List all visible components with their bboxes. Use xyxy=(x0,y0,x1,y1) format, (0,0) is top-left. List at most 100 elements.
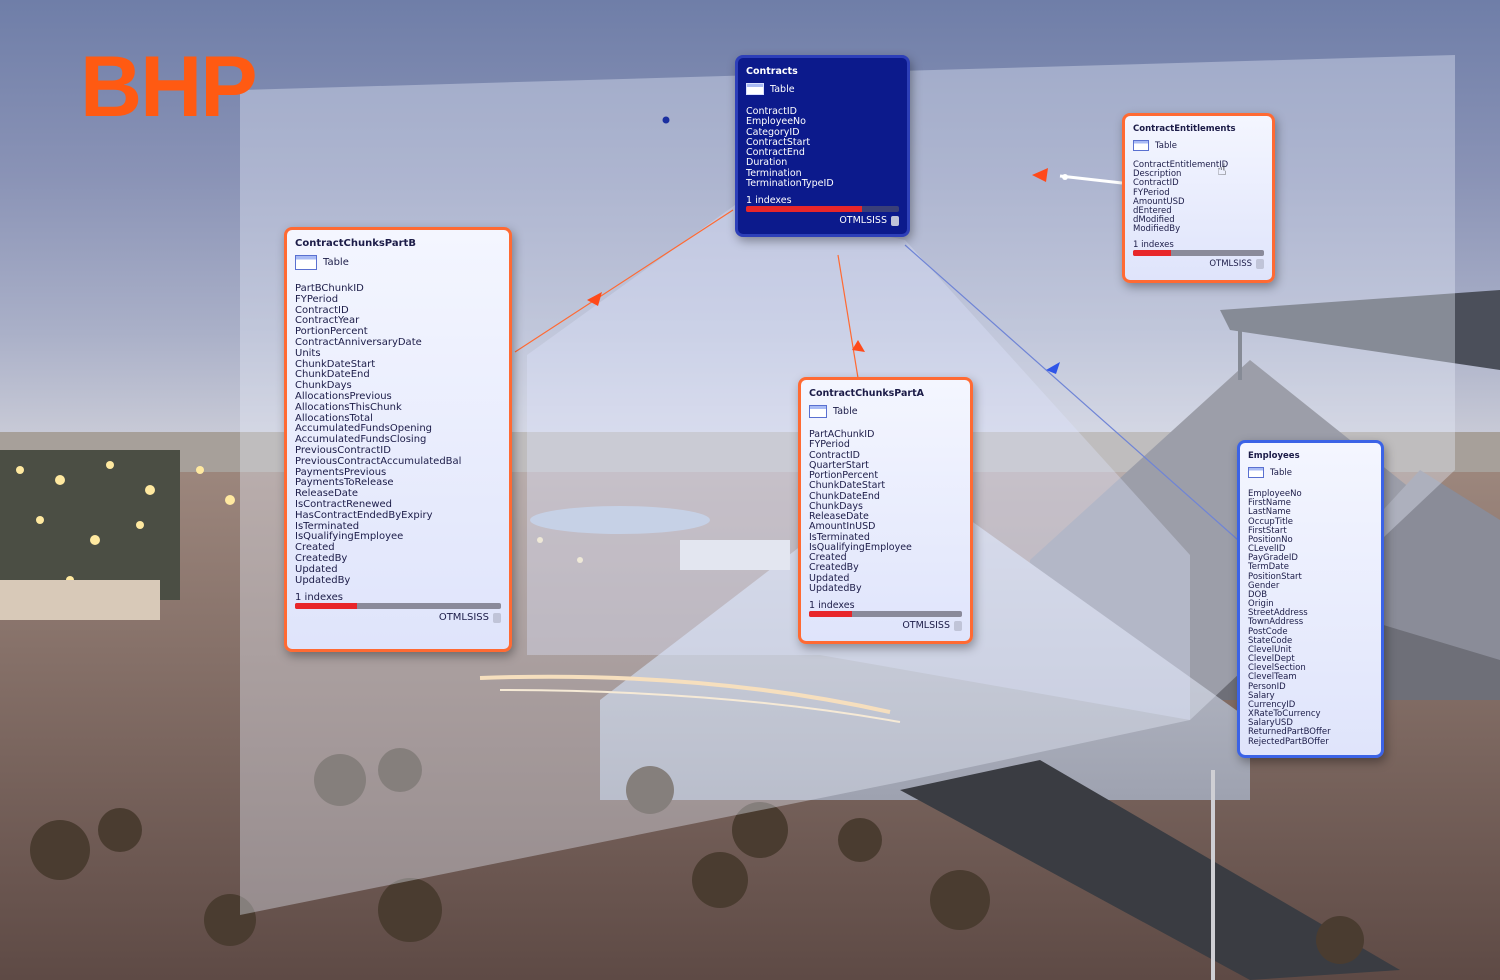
table-footer: 1 indexes OTMLSISS xyxy=(1133,240,1264,270)
column-item: ContractAnniversaryDate xyxy=(295,336,422,348)
db-name: OTMLSISS xyxy=(839,215,887,226)
column-item: EmployeeNo xyxy=(1248,489,1302,499)
column-item: Duration xyxy=(746,157,788,169)
column-item: ContractID xyxy=(809,449,860,461)
column-item: HasContractEndedByExpiry xyxy=(295,509,433,521)
column-item: LastName xyxy=(1248,507,1291,518)
table-icon xyxy=(809,405,827,418)
plant-building xyxy=(0,580,160,620)
column-item: TermDate xyxy=(1248,562,1289,573)
index-bar-fill xyxy=(746,206,863,212)
column-item: CategoryID xyxy=(746,126,800,138)
column-item: ClevelDept xyxy=(1248,654,1295,665)
light-trail xyxy=(479,674,891,714)
column-item: AccumulatedFundsClosing xyxy=(295,434,427,446)
column-item: StreetAddress xyxy=(1248,608,1308,619)
table-type-label: Table xyxy=(1155,140,1177,151)
table-type-row: Table xyxy=(746,83,899,95)
column-item: PartBChunkID xyxy=(295,283,364,294)
table-footer: 1 indexes OTMLSISS xyxy=(295,592,501,623)
column-item: IsQualifyingEmployee xyxy=(809,541,912,553)
column-item: FYPeriod xyxy=(295,293,339,305)
table-name: Employees xyxy=(1248,451,1300,461)
column-item: TerminationTypeID xyxy=(746,177,834,189)
column-item: FYPeriod xyxy=(809,439,850,451)
relation-line-employees xyxy=(904,244,1239,541)
column-item: ContractStart xyxy=(746,136,811,148)
table-icon xyxy=(746,83,764,95)
column-item: UpdatedBy xyxy=(809,582,862,594)
column-item: CurrencyID xyxy=(1248,699,1296,710)
table-type-row: Table xyxy=(809,405,962,418)
table-card-contract-entitlements[interactable]: ContractEntitlements Table ContractEntit… xyxy=(1122,113,1275,283)
table-icon xyxy=(1248,467,1264,478)
column-item: ChunkDateStart xyxy=(295,358,376,370)
column-item: IsTerminated xyxy=(295,520,360,532)
table-footer: 1 indexes OTMLSISS xyxy=(809,600,962,631)
table-name: ContractEntitlements xyxy=(1133,124,1236,134)
relation-line-parta xyxy=(837,254,859,379)
column-item: Origin xyxy=(1248,599,1274,610)
column-item: QuarterStart xyxy=(809,459,869,471)
column-item: ChunkDateEnd xyxy=(295,369,370,381)
node-dot xyxy=(662,116,670,124)
column-item: PayGradeID xyxy=(1248,553,1298,564)
index-bar xyxy=(1133,250,1264,257)
table-type-label: Table xyxy=(323,257,349,268)
index-bar-fill xyxy=(809,611,852,617)
index-bar xyxy=(809,611,962,617)
table-type-row: Table xyxy=(295,255,501,270)
column-item: ContractID xyxy=(1133,178,1179,189)
column-item: DOB xyxy=(1248,589,1268,600)
index-bar xyxy=(295,603,501,610)
column-item: ContractID xyxy=(746,106,797,117)
column-item: XRateToCurrency xyxy=(1248,709,1321,720)
column-item: PaymentsToRelease xyxy=(295,477,394,489)
database-icon xyxy=(891,215,899,226)
column-item: IsQualifyingEmployee xyxy=(295,531,404,543)
index-count: 1 indexes xyxy=(809,600,855,611)
column-item: Updated xyxy=(809,572,850,584)
db-name: OTMLSISS xyxy=(1209,259,1252,270)
table-type-row: Table xyxy=(1248,467,1373,478)
column-item: SalaryUSD xyxy=(1248,718,1293,729)
column-item: FirstName xyxy=(1248,498,1291,509)
column-item: ChunkDays xyxy=(295,380,352,392)
db-name: OTMLSISS xyxy=(902,620,950,631)
column-item: ChunkDays xyxy=(809,500,863,512)
db-label-row: OTMLSISS xyxy=(746,215,899,226)
arrow-partb xyxy=(587,292,602,306)
table-type-label: Table xyxy=(1270,467,1292,478)
index-count: 1 indexes xyxy=(746,195,792,206)
column-item: dEntered xyxy=(1133,205,1172,216)
index-bar xyxy=(746,206,899,212)
column-item: PartAChunkID xyxy=(809,429,875,440)
hand-cursor-icon: ☝ xyxy=(1217,160,1227,179)
processing-plant xyxy=(0,450,180,600)
column-item: PreviousContractAccumulatedBal xyxy=(295,455,462,467)
column-item: AllocationsPrevious xyxy=(295,390,392,402)
table-type-label: Table xyxy=(770,83,795,95)
column-item: AmountInUSD xyxy=(809,521,876,533)
site-building xyxy=(680,540,790,570)
arrow-employees xyxy=(1046,362,1060,374)
pond xyxy=(530,506,710,534)
column-item: Created xyxy=(295,542,335,554)
column-item: ReturnedPartBOffer xyxy=(1248,727,1331,738)
index-count: 1 indexes xyxy=(295,592,343,604)
relation-line-entitlements xyxy=(1059,174,1123,185)
column-item: Updated xyxy=(295,563,338,575)
table-footer: 1 indexes OTMLSISS xyxy=(746,195,899,226)
column-item: CreatedBy xyxy=(809,562,859,574)
column-item: PersonID xyxy=(1248,681,1286,692)
column-item: ContractID xyxy=(295,304,349,316)
light-trail-2 xyxy=(499,689,901,723)
table-icon xyxy=(1133,140,1149,151)
column-item: CreatedBy xyxy=(295,552,348,564)
